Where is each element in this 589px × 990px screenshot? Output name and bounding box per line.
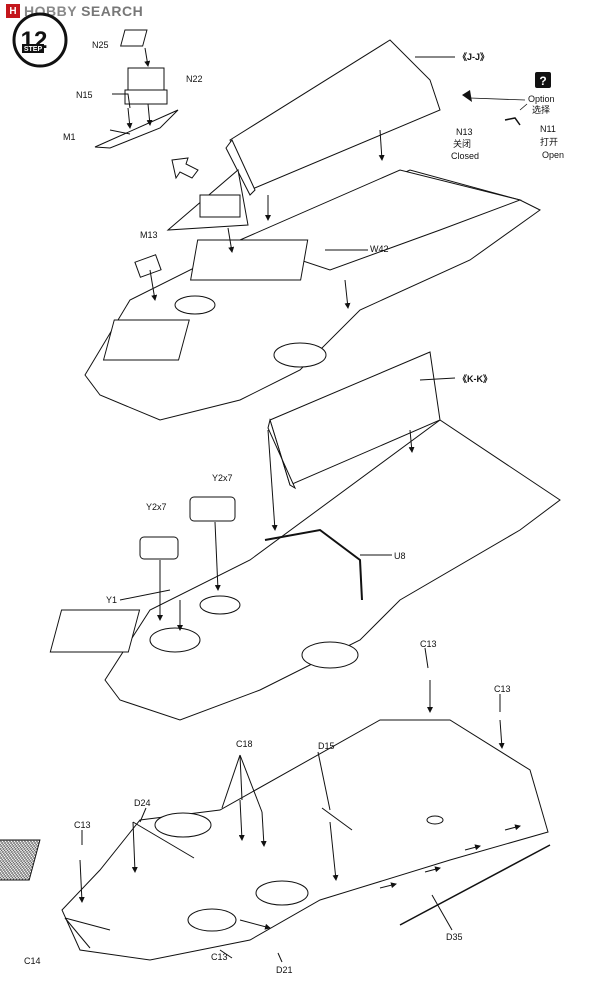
option-open-en: Open xyxy=(542,150,564,160)
option-closed-cn: 关闭 xyxy=(453,138,471,149)
option-box: ? Option 选择 N13 关闭 Closed N11 打开 Open xyxy=(451,72,564,161)
label-m13: M13 xyxy=(140,230,158,240)
direction-arrow xyxy=(171,157,199,180)
step-label: STEP xyxy=(24,46,43,53)
label-y2x7-b: Y2x7 xyxy=(212,473,233,483)
label-y1: Y1 xyxy=(106,595,117,605)
label-y2x7-a: Y2x7 xyxy=(146,502,167,512)
option-icon: ? xyxy=(539,74,546,88)
hull-upper-2 xyxy=(49,351,561,721)
label-c13-top: C13 xyxy=(420,639,437,649)
callout-jj: 《J-J》 xyxy=(458,52,489,62)
label-c13-bottom: C13 xyxy=(211,952,228,962)
label-m1: M1 xyxy=(63,132,76,142)
label-w42: W42 xyxy=(370,244,389,254)
label-u8: U8 xyxy=(394,551,406,561)
option-label-cn: 选择 xyxy=(532,104,550,115)
label-n25: N25 xyxy=(92,40,109,50)
hull-upper-1 xyxy=(84,39,541,421)
label-d24: D24 xyxy=(134,798,151,808)
logo-mark: H xyxy=(6,4,20,18)
hull-lower xyxy=(0,647,551,963)
option-closed-en: Closed xyxy=(451,151,479,161)
option-open-cn: 打开 xyxy=(540,136,558,147)
label-n22: N22 xyxy=(186,74,203,84)
label-d21: D21 xyxy=(276,965,293,975)
label-c13-right: C13 xyxy=(494,684,511,694)
subassembly-m1 xyxy=(94,29,179,149)
label-d35: D35 xyxy=(446,932,463,942)
label-c13-left: C13 xyxy=(74,820,91,830)
option-open-part: N11 xyxy=(540,124,556,134)
logo-search: SEARCH xyxy=(81,3,144,19)
label-n15: N15 xyxy=(76,90,93,100)
option-label-en: Option xyxy=(528,94,555,104)
option-closed-part: N13 xyxy=(456,127,473,137)
label-d15: D15 xyxy=(318,741,335,751)
label-c18: C18 xyxy=(236,739,253,749)
callout-kk: 《K-K》 xyxy=(458,374,492,384)
step-badge: 12 STEP xyxy=(12,12,68,68)
label-c14: C14 xyxy=(24,956,41,966)
